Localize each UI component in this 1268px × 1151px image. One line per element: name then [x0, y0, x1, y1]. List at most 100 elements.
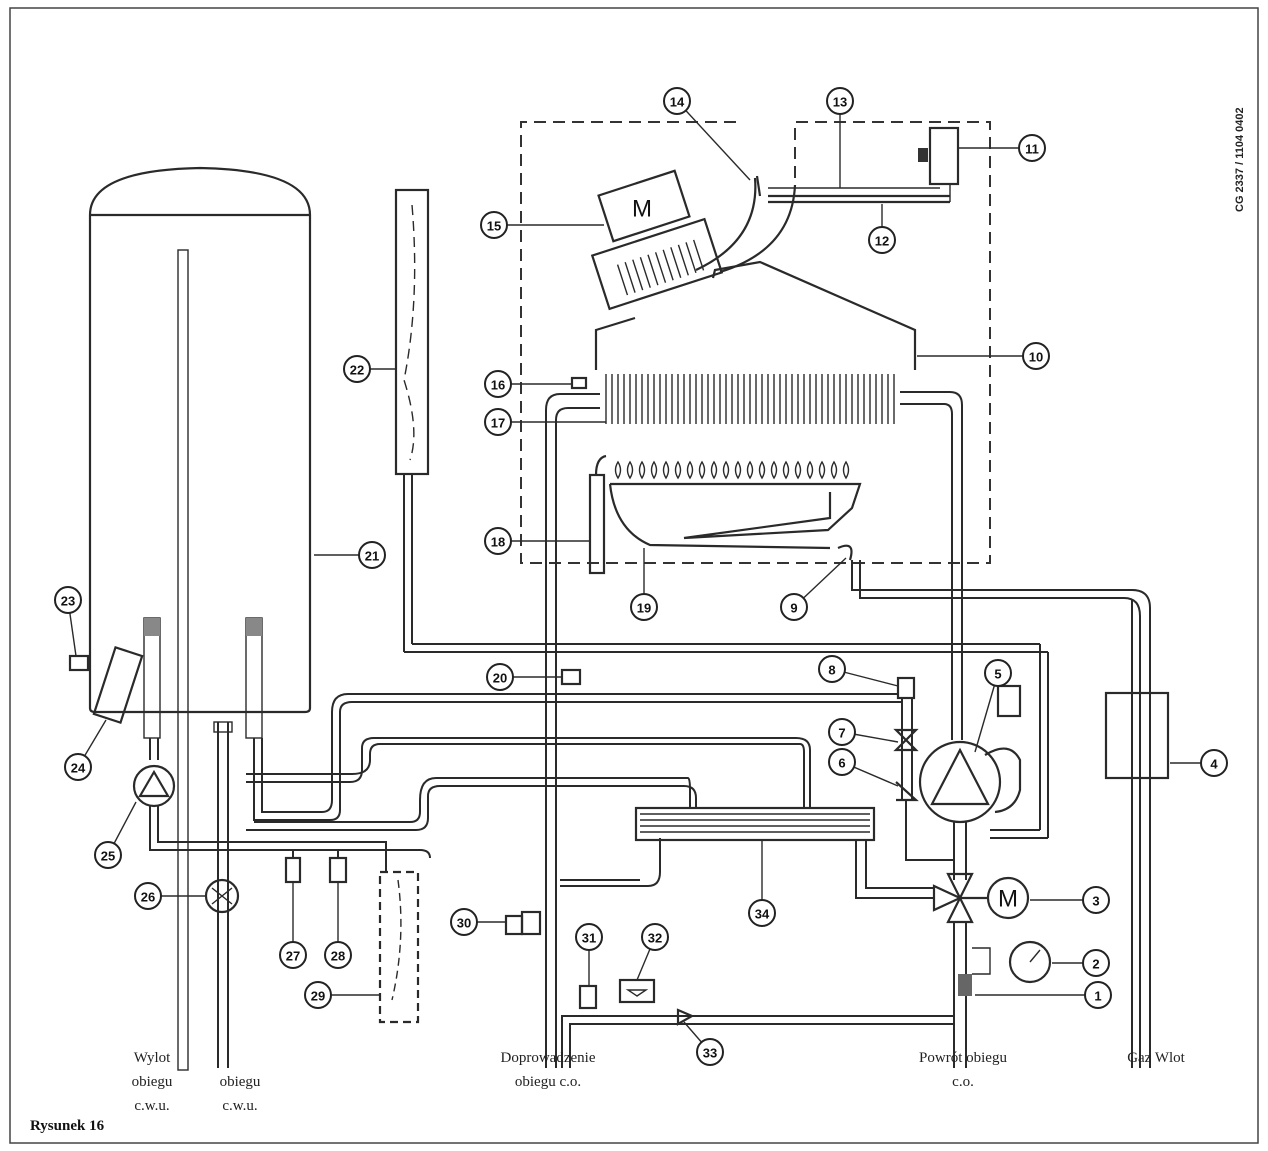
- valve-motor-symbol: M: [998, 886, 1018, 913]
- callout-circle-22: [343, 355, 371, 383]
- callout-number-16: 16: [491, 378, 505, 393]
- fan-motor-symbol: M: [632, 196, 652, 223]
- burner-flame: [686, 460, 694, 480]
- page-frame: [9, 7, 1259, 1144]
- burner-assembly: [588, 454, 862, 575]
- callout-circle-2: [1082, 949, 1110, 977]
- burner-flame: [662, 460, 670, 480]
- callout-circle-6: [828, 748, 856, 776]
- callout-number-3: 3: [1092, 894, 1099, 909]
- label-ch-return-1: Powrót obiegu: [919, 1050, 1007, 1066]
- callout-circle-30: [450, 908, 478, 936]
- expansion-vessel-22: [394, 188, 1049, 839]
- callout-circle-17: [484, 408, 512, 436]
- callout-circle-18: [484, 527, 512, 555]
- label-dhw-in-1: obiegu: [220, 1074, 261, 1090]
- figure-caption: Rysunek 16: [30, 1118, 105, 1134]
- flow-sensor: [204, 878, 240, 914]
- callout-number-21: 21: [365, 549, 379, 564]
- callout-circle-4: [1200, 749, 1228, 777]
- callout-number-28: 28: [331, 949, 345, 964]
- callout-number-18: 18: [491, 535, 505, 550]
- callout-number-1: 1: [1094, 989, 1101, 1004]
- burner-flame: [806, 460, 814, 480]
- callout-number-27: 27: [286, 949, 300, 964]
- main-heat-exchanger: [605, 374, 895, 424]
- combustion-chamber-outline: [520, 121, 991, 564]
- callout-number-19: 19: [637, 601, 651, 616]
- callout-number-29: 29: [311, 989, 325, 1004]
- storage-tank: [68, 166, 312, 1071]
- callout-circle-14: [663, 87, 691, 115]
- leader-lines: [67, 100, 1214, 1053]
- burner-flame: [746, 460, 754, 480]
- pipe-labels: Wylot obiegu c.w.u. obiegu c.w.u. Doprow…: [132, 1050, 1186, 1114]
- callout-number-13: 13: [833, 95, 847, 110]
- callout-circle-25: [94, 841, 122, 869]
- callout-number-10: 10: [1029, 350, 1043, 365]
- callout-circle-16: [484, 370, 512, 398]
- burner-flame: [614, 460, 622, 480]
- callout-circle-1: [1084, 981, 1112, 1009]
- callout-number-33: 33: [703, 1046, 717, 1061]
- burner-flame: [638, 460, 646, 480]
- callout-circle-13: [826, 87, 854, 115]
- callout-circle-31: [575, 923, 603, 951]
- pressure-gauge: [958, 940, 1052, 996]
- callout-number-7: 7: [838, 726, 845, 741]
- callout-circle-5: [984, 659, 1012, 687]
- document-code: CG 2337 / 1104 0402: [1234, 107, 1246, 212]
- callout-number-32: 32: [648, 931, 662, 946]
- burner-flame: [710, 460, 718, 480]
- callout-number-24: 24: [71, 761, 86, 776]
- callout-circle-23: [54, 586, 82, 614]
- callout-circle-32: [641, 923, 669, 951]
- burner-flame: [722, 460, 730, 480]
- label-dhw-in-2: c.w.u.: [222, 1098, 257, 1114]
- callout-circle-3: [1082, 886, 1110, 914]
- burner-flame: [626, 460, 634, 480]
- callout-number-8: 8: [828, 663, 835, 678]
- label-ch-supply-2: obiegu c.o.: [515, 1074, 581, 1090]
- dhw-pump: [132, 764, 176, 808]
- callout-number-4: 4: [1210, 757, 1218, 772]
- burner-flame: [782, 460, 790, 480]
- heating-flow-pipes: [545, 391, 963, 1068]
- callout-circle-15: [480, 211, 508, 239]
- burner-flame: [770, 460, 778, 480]
- dhw-pipes: [149, 693, 902, 1068]
- callout-number-30: 30: [457, 916, 471, 931]
- callout-number-14: 14: [670, 95, 685, 110]
- callout-number-9: 9: [790, 601, 797, 616]
- label-dhw-out-1: Wylot: [134, 1050, 171, 1066]
- callout-circle-7: [828, 718, 856, 746]
- burner-flame: [818, 460, 826, 480]
- label-ch-return-2: c.o.: [952, 1074, 974, 1090]
- burner-flame: [674, 460, 682, 480]
- leader-line-14: [676, 100, 751, 181]
- callout-circle-26: [134, 882, 162, 910]
- burner-flame: [698, 460, 706, 480]
- callout-circle-12: [868, 226, 896, 254]
- callout-markers: 1234567891011121314151617181920212223242…: [54, 87, 1228, 1066]
- callout-number-5: 5: [994, 667, 1001, 682]
- callout-number-25: 25: [101, 849, 115, 864]
- callout-number-17: 17: [491, 416, 505, 431]
- fan-assembly: M: [590, 169, 950, 370]
- callout-number-15: 15: [487, 219, 501, 234]
- circulation-pump: [918, 684, 1022, 880]
- label-gas-in: Gaz Wlot: [1127, 1050, 1185, 1066]
- callout-circle-21: [358, 541, 386, 569]
- callout-number-20: 20: [493, 671, 507, 686]
- safety-valves: [284, 850, 420, 1024]
- air-pressure-switch: [918, 126, 960, 202]
- callout-circle-20: [486, 663, 514, 691]
- callout-number-2: 2: [1092, 957, 1099, 972]
- plate-heat-exchanger: [634, 806, 934, 899]
- callout-number-11: 11: [1025, 142, 1039, 157]
- burner-flame: [758, 460, 766, 480]
- callout-circle-10: [1022, 342, 1050, 370]
- label-dhw-out-3: c.w.u.: [134, 1098, 169, 1114]
- sensors: [560, 376, 588, 686]
